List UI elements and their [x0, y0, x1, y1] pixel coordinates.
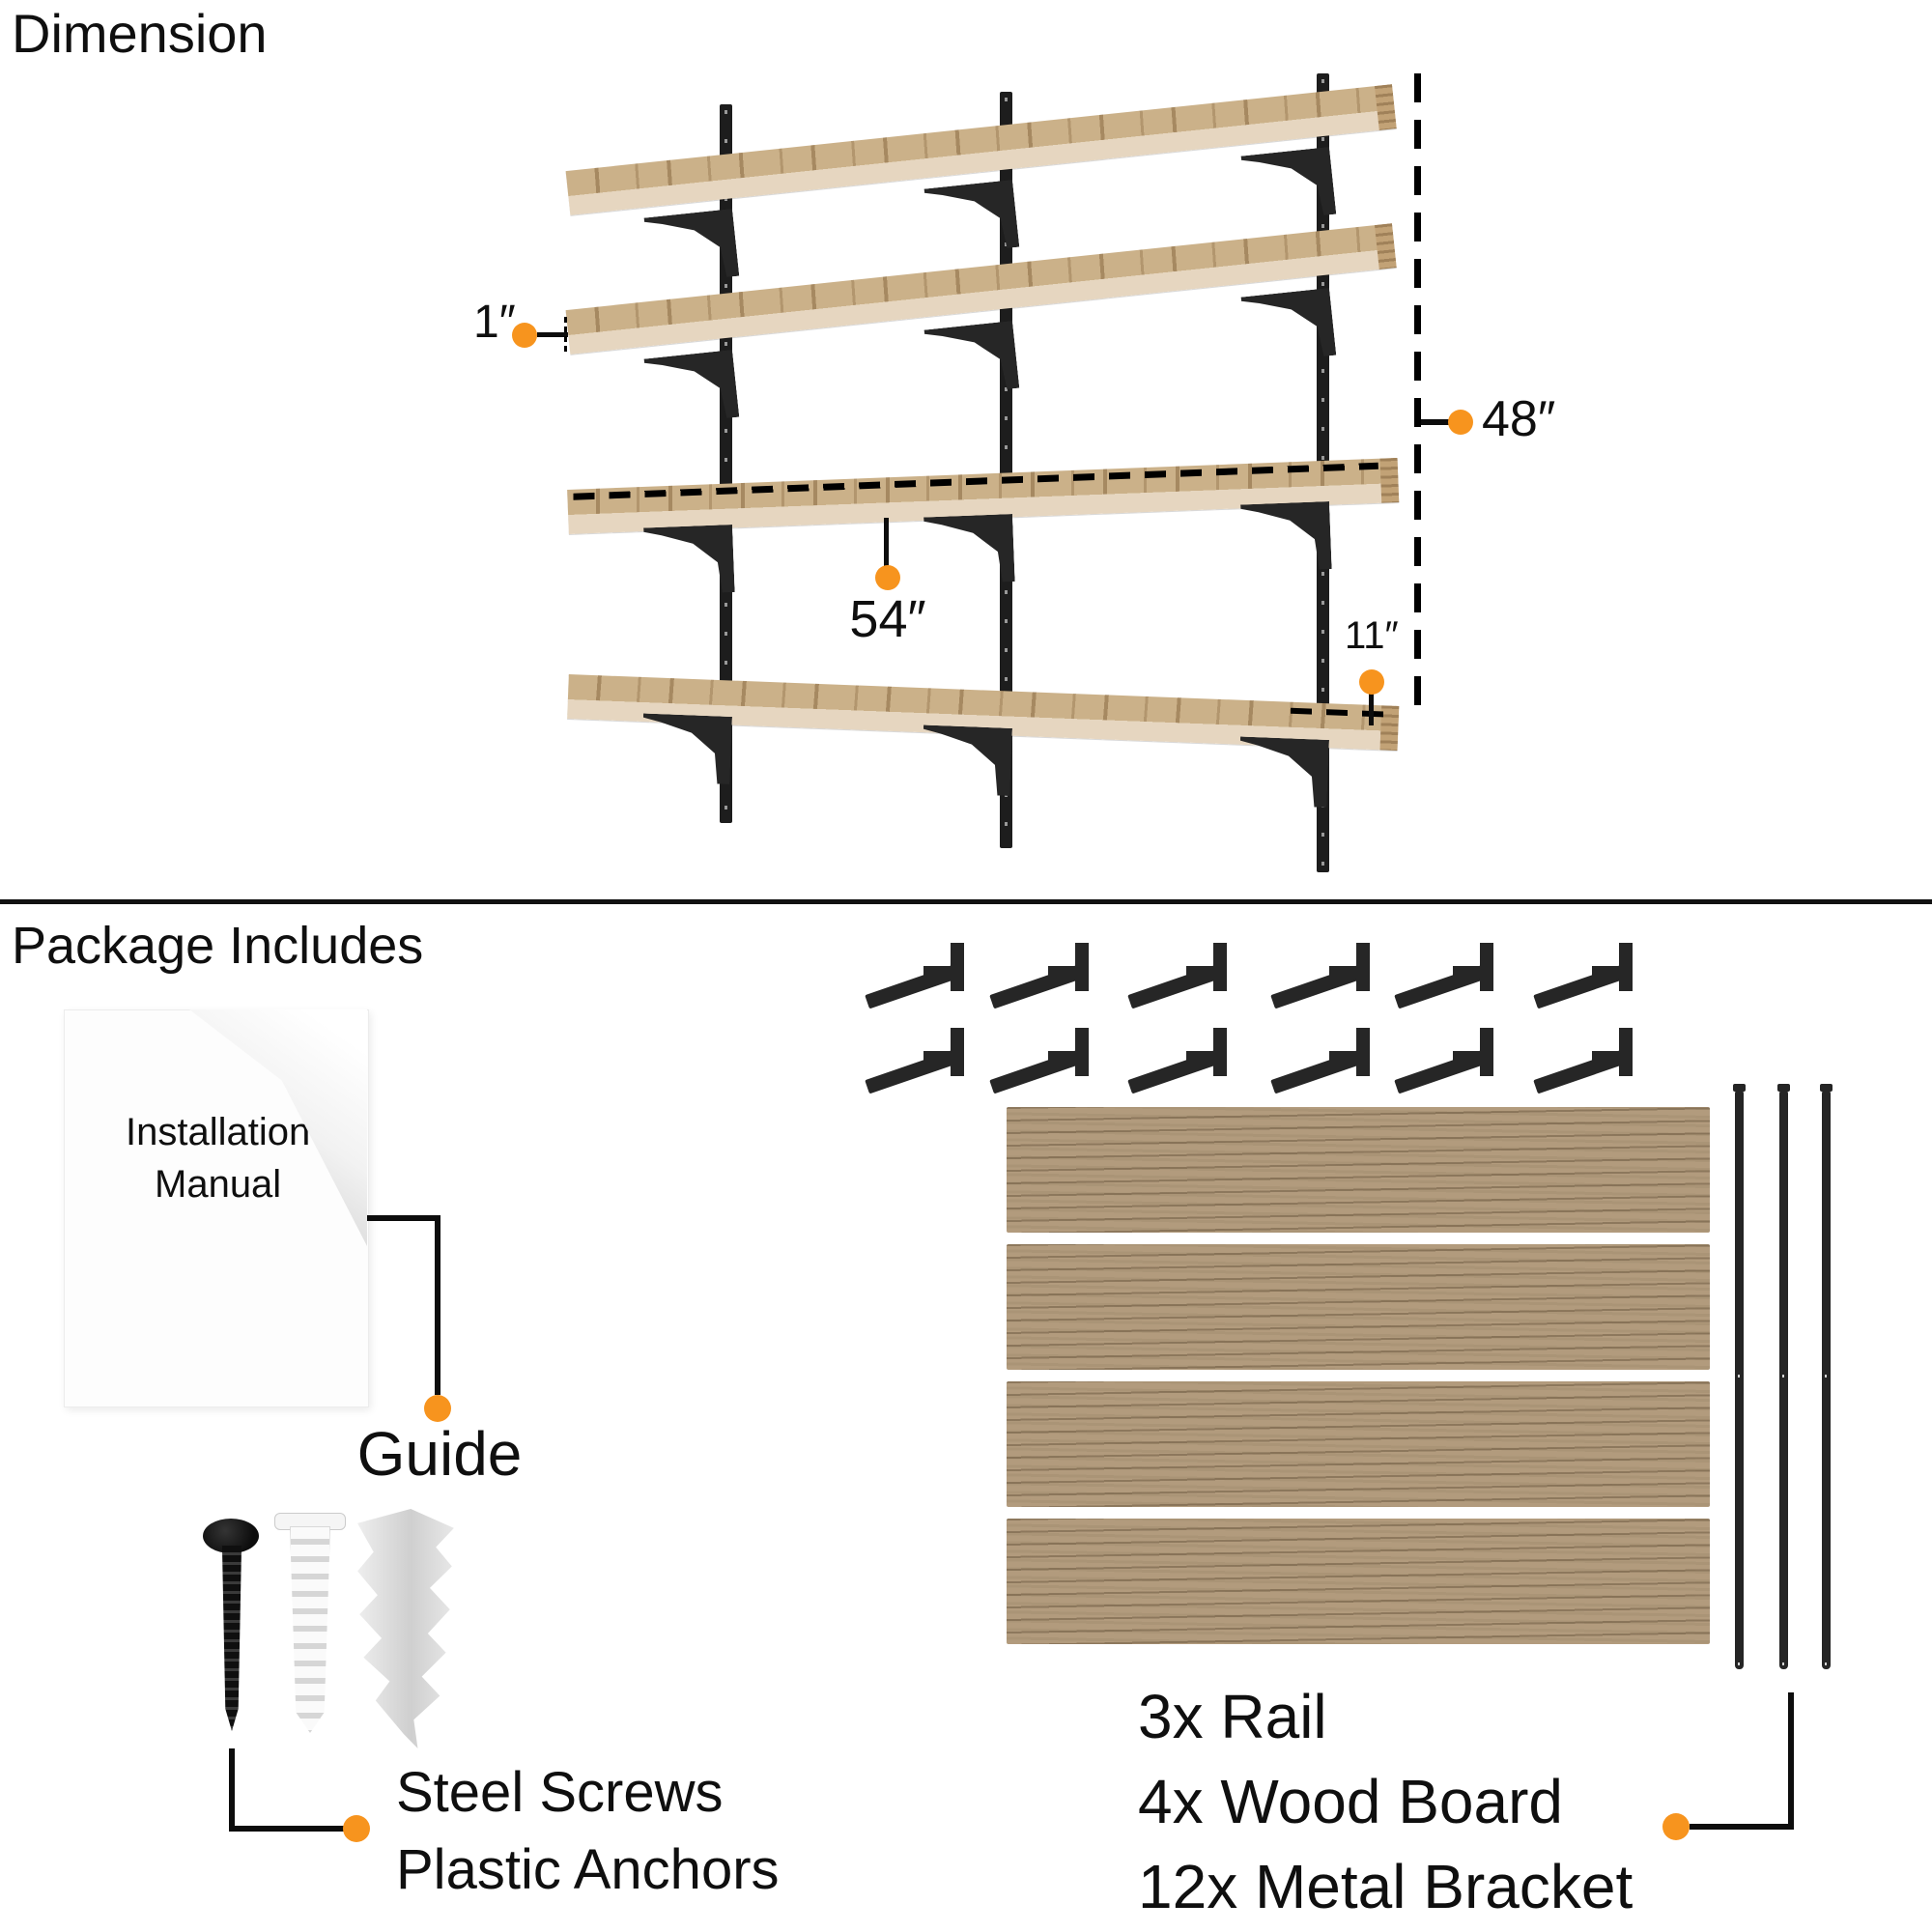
height-label: 48″: [1482, 391, 1556, 447]
rail-bar: [1820, 1084, 1833, 1669]
package-bracket: [864, 1028, 970, 1094]
shelf-end-grain: [1374, 223, 1397, 270]
shelf-bracket: [921, 724, 1012, 795]
dimension-section-title: Dimension: [12, 3, 268, 64]
package-bracket: [1126, 1028, 1233, 1094]
section-divider: [0, 899, 1932, 904]
package-bracket: [1393, 943, 1499, 1009]
depth-label: 11″: [1345, 614, 1399, 657]
shelf-end-grain: [1374, 84, 1397, 130]
thickness-label: 1″: [473, 297, 516, 348]
drywall-anchor-icon: [357, 1509, 454, 1748]
manual-title-line2: Manual: [155, 1163, 282, 1206]
rail-bar: [1733, 1084, 1746, 1669]
thickness-tick: [564, 317, 567, 352]
plastic-anchor-body: [290, 1526, 330, 1733]
width-dashed-line: [573, 462, 1378, 500]
shelf-bracket: [1237, 736, 1329, 807]
contents-line-bracket: 12x Metal Bracket: [1138, 1852, 1634, 1921]
manual-title-line1: Installation: [126, 1111, 311, 1153]
width-pointer-line: [884, 518, 889, 568]
wood-board: [1007, 1244, 1710, 1370]
marker-dot-guide: [424, 1395, 451, 1422]
package-bracket: [1126, 943, 1233, 1009]
wood-board: [1007, 1519, 1710, 1644]
steel-screws-label: Steel Screws: [396, 1761, 724, 1824]
wood-board: [1007, 1381, 1710, 1507]
package-bracket: [1532, 1028, 1638, 1094]
contents-connector-v: [1788, 1692, 1794, 1830]
height-pointer-line: [1421, 419, 1450, 425]
steel-screw-shaft: [221, 1546, 242, 1731]
marker-dot-hardware: [343, 1815, 370, 1842]
depth-pointer-line: [1369, 693, 1374, 725]
marker-dot-height: [1448, 410, 1473, 435]
package-bracket: [1532, 943, 1638, 1009]
package-section-title: Package Includes: [12, 917, 424, 975]
package-bracket: [988, 943, 1094, 1009]
contents-line-rail: 3x Rail: [1138, 1682, 1327, 1751]
package-bracket: [988, 1028, 1094, 1094]
package-bracket: [1393, 1028, 1499, 1094]
contents-line-board: 4x Wood Board: [1138, 1767, 1563, 1836]
package-bracket: [1269, 943, 1376, 1009]
hardware-connector-v: [229, 1748, 235, 1832]
height-dashed-line: [1414, 73, 1421, 717]
marker-dot-contents: [1662, 1813, 1690, 1840]
guide-connector-h: [367, 1215, 440, 1221]
hardware-connector-h: [229, 1826, 345, 1832]
marker-dot-width: [875, 565, 900, 590]
contents-connector-h: [1690, 1824, 1794, 1830]
width-label: 54″: [849, 590, 926, 648]
package-bracket: [864, 943, 970, 1009]
package-bracket: [1269, 1028, 1376, 1094]
plastic-anchors-label: Plastic Anchors: [396, 1838, 780, 1901]
guide-label: Guide: [356, 1419, 523, 1489]
rail-bar: [1777, 1084, 1790, 1669]
guide-connector-v: [435, 1215, 440, 1395]
wall-rail: [720, 104, 732, 823]
shelf-bracket: [640, 713, 732, 783]
marker-dot-thickness: [512, 323, 537, 348]
thickness-pointer-line: [537, 332, 568, 337]
wood-board: [1007, 1107, 1710, 1233]
shelf-end-grain: [1379, 458, 1400, 503]
marker-dot-depth: [1359, 669, 1384, 695]
